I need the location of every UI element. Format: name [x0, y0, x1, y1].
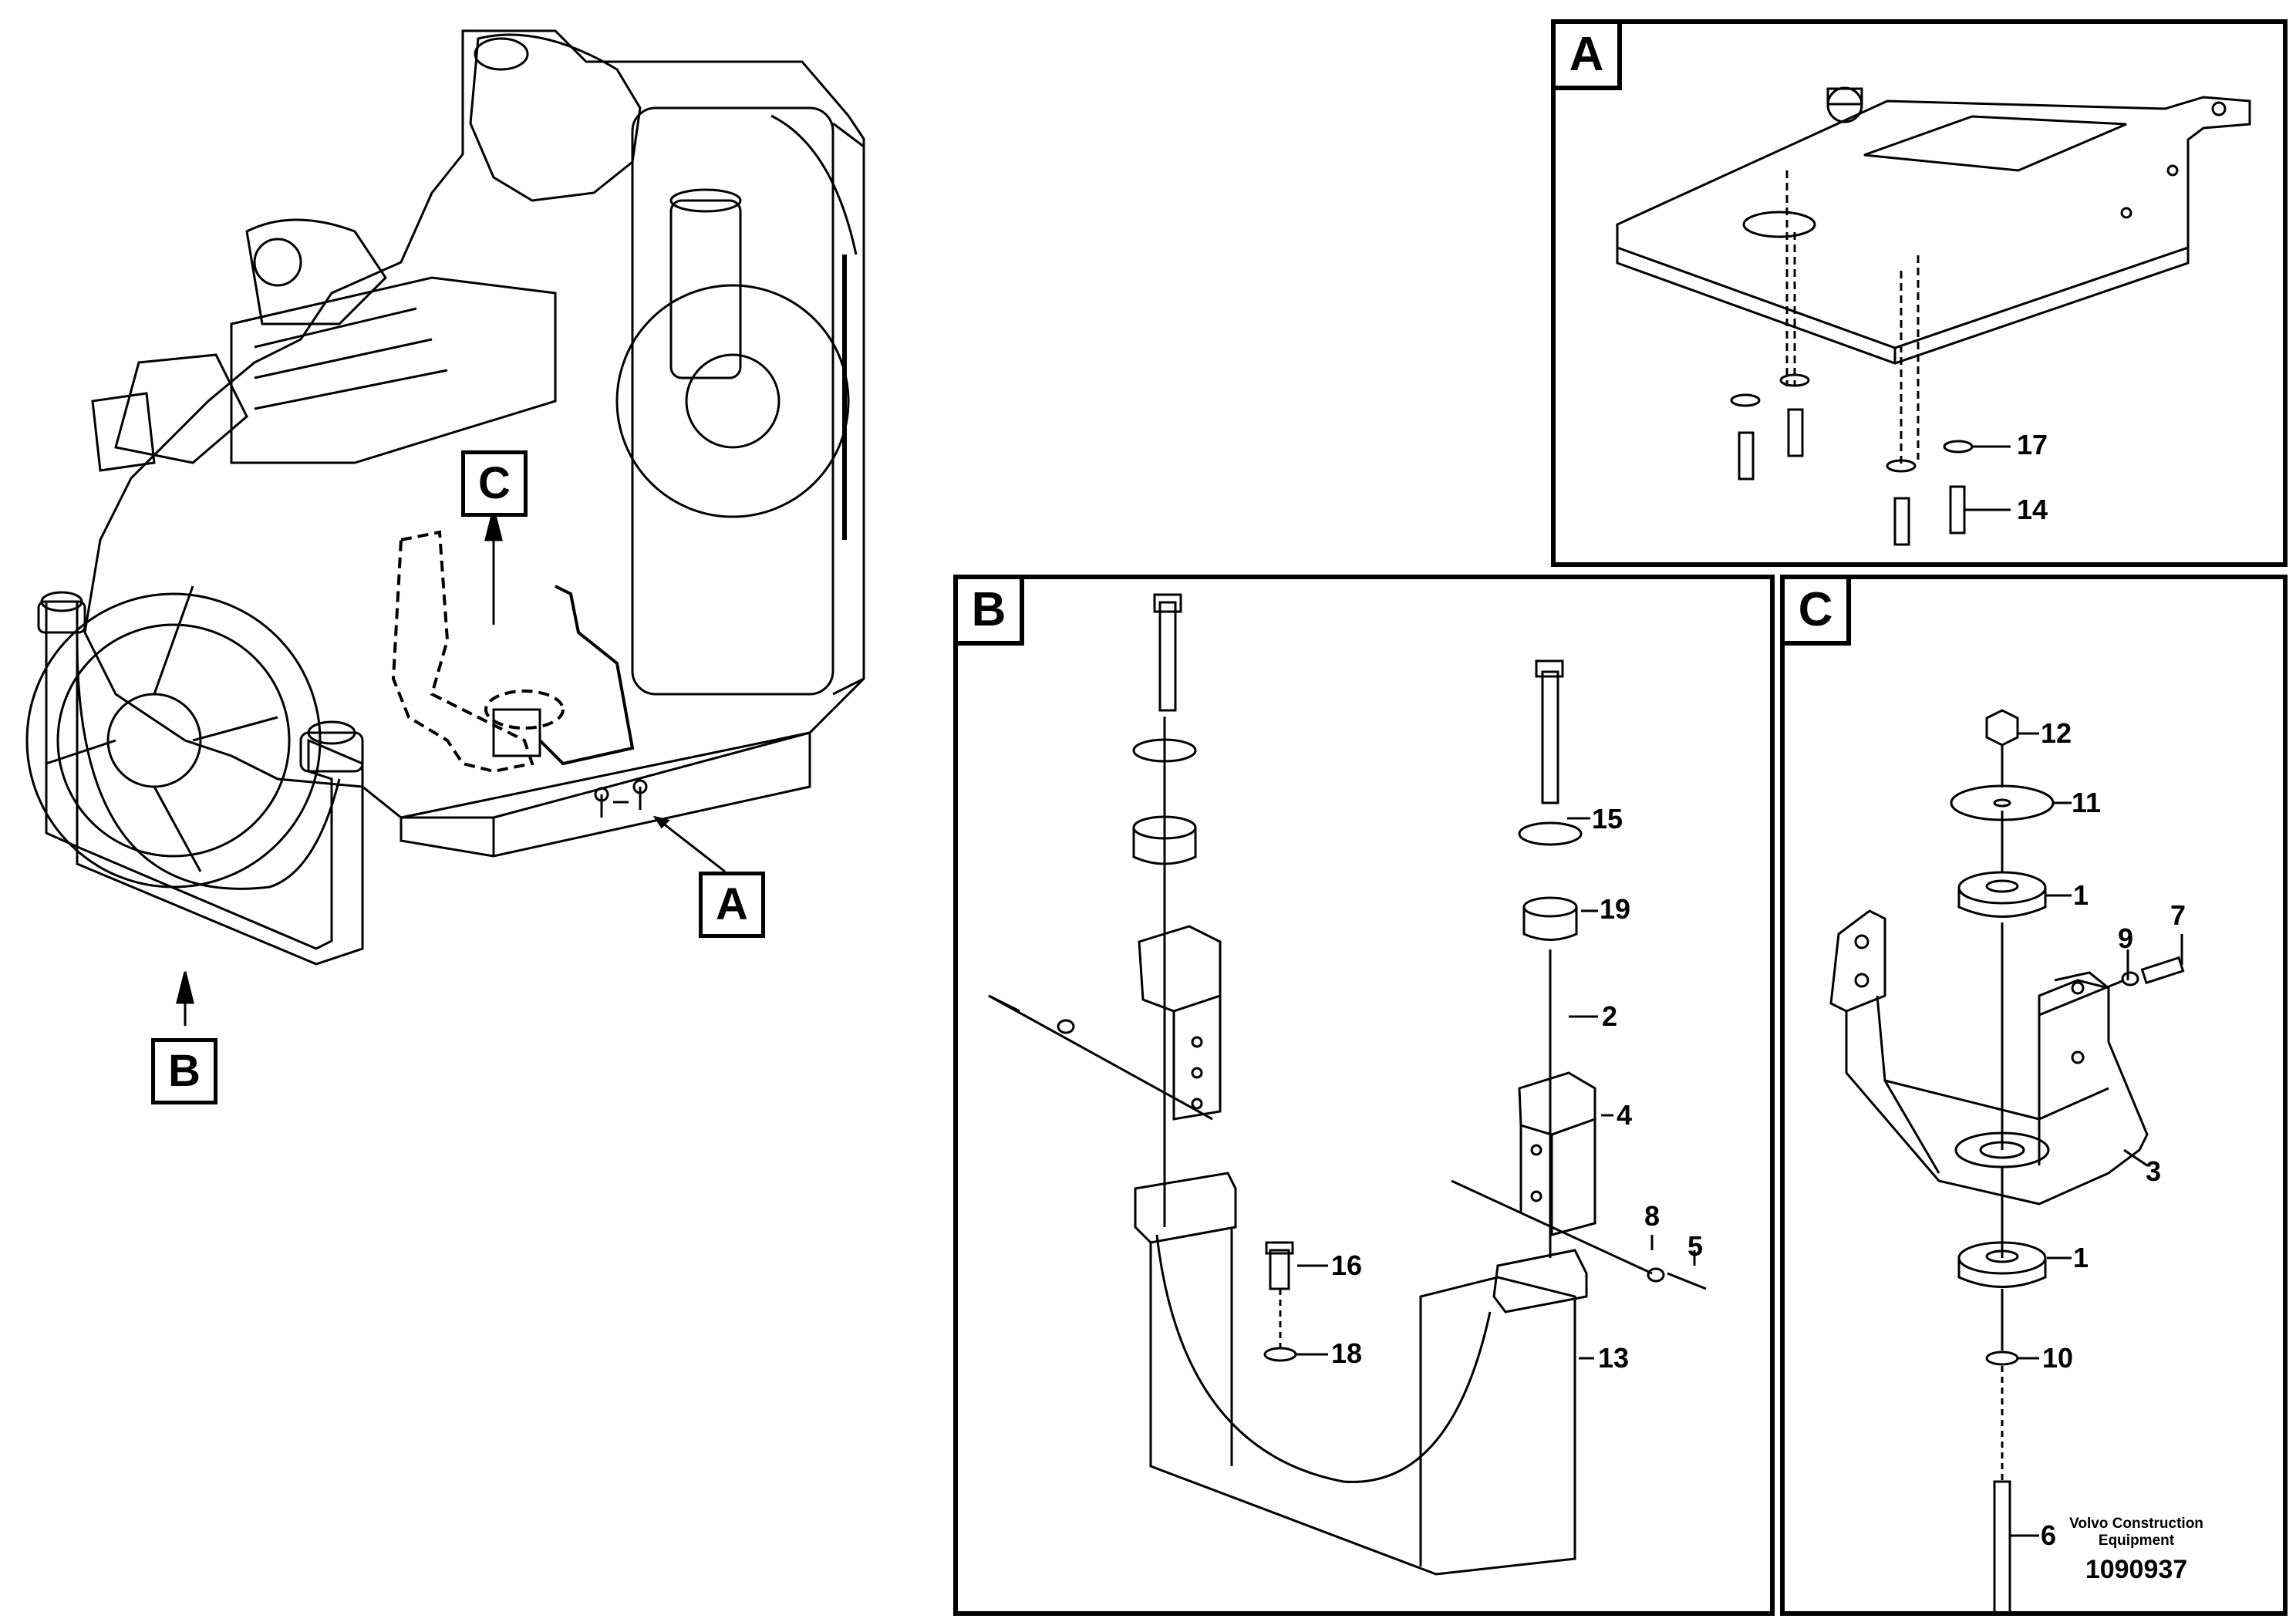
engine-overview-drawing: [25, 29, 865, 1026]
detail-panel-a: A 17 14: [1551, 19, 2288, 567]
part-number-19: 19: [1600, 893, 1631, 925]
part-number-12: 12: [2041, 717, 2072, 749]
panel-b-drawing: [988, 593, 1707, 1576]
panel-a-drawing: [1616, 86, 2251, 546]
panel-c-label: C: [1785, 579, 1851, 646]
part-number-14: 14: [2017, 494, 2048, 525]
part-number-5: 5: [1687, 1230, 1704, 1262]
part-number-7: 7: [2170, 899, 2186, 931]
callout-b: B: [151, 1038, 217, 1104]
callout-a: A: [699, 872, 765, 938]
brand-line-2: Equipment: [2098, 1533, 2175, 1549]
part-number-2: 2: [1602, 1000, 1618, 1032]
part-number-4: 4: [1617, 1099, 1633, 1131]
part-number-8: 8: [1644, 1200, 1660, 1232]
part-number-9: 9: [2118, 922, 2134, 954]
panel-c-drawing: [1829, 709, 2185, 1611]
part-number-3: 3: [2146, 1155, 2162, 1187]
panel-a-label: A: [1556, 24, 1622, 90]
detail-panel-c: C: [1780, 575, 2288, 1616]
detail-panel-b: B: [953, 575, 1775, 1616]
part-number-15: 15: [1592, 803, 1623, 835]
part-number-1-top: 1: [2073, 879, 2089, 911]
part-number-1-bottom: 1: [2073, 1242, 2089, 1273]
part-number-17: 17: [2017, 429, 2048, 460]
panel-b-label: B: [958, 579, 1024, 646]
drawing-footer: Volvo Construction Equipment 1090937: [2036, 1516, 2237, 1585]
callout-c: C: [461, 450, 528, 517]
part-number-18: 18: [1331, 1337, 1363, 1369]
drawing-number: 1090937: [2085, 1555, 2188, 1584]
part-number-13: 13: [1598, 1342, 1630, 1374]
part-number-10: 10: [2042, 1342, 2074, 1374]
part-number-16: 16: [1331, 1249, 1363, 1281]
part-number-6: 6: [2041, 1519, 2057, 1551]
brand-line-1: Volvo Construction: [2069, 1516, 2203, 1532]
part-number-11: 11: [2072, 787, 2102, 818]
